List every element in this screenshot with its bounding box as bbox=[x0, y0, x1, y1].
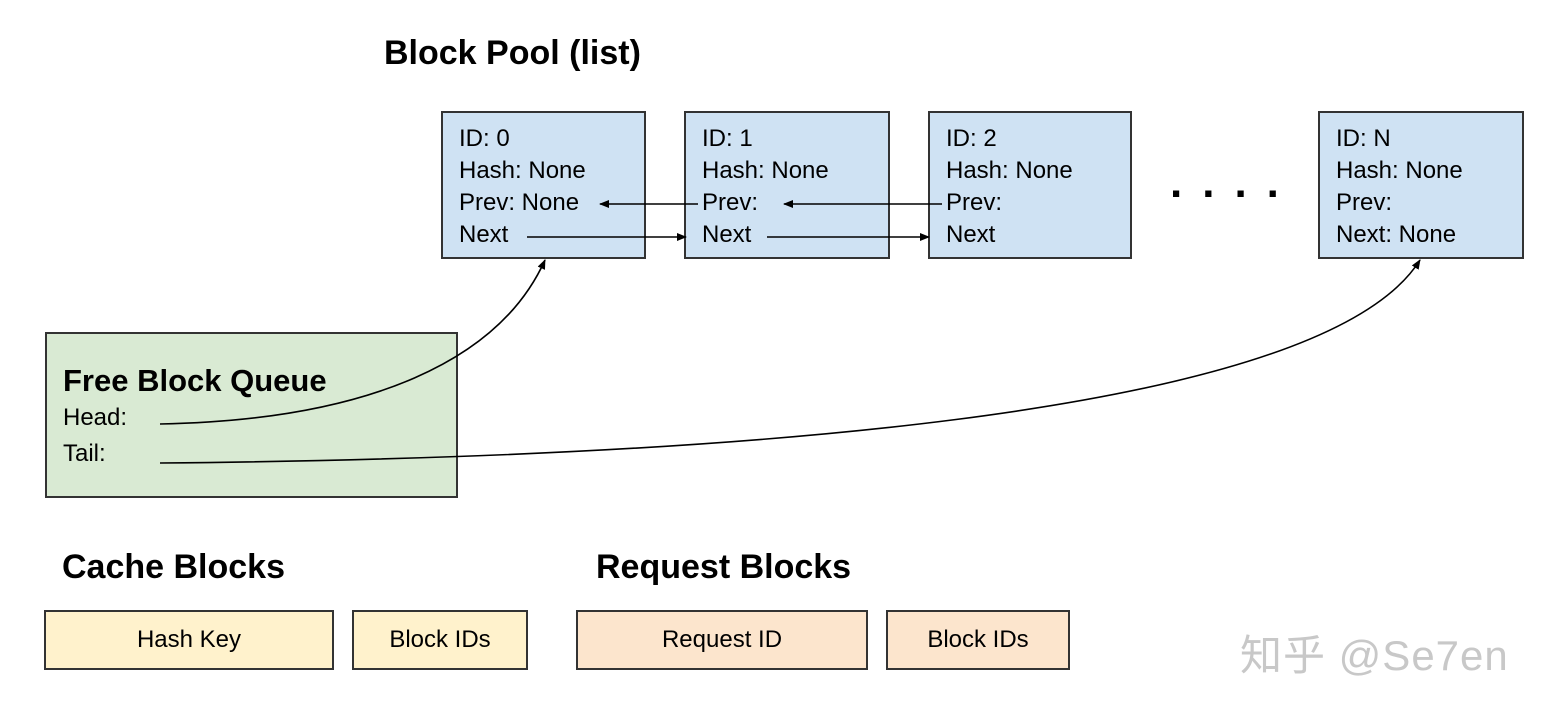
block-next: Next bbox=[459, 221, 509, 248]
block-2: ID: 2 Hash: None Prev: Next bbox=[928, 111, 1132, 259]
block-1: ID: 1 Hash: None Prev: Next bbox=[684, 111, 890, 259]
block-id: ID: 1 bbox=[702, 125, 753, 152]
request-blocks-title: Request Blocks bbox=[596, 548, 852, 586]
block-id: ID: 0 bbox=[459, 125, 510, 152]
block-next: Next bbox=[946, 221, 996, 248]
request-block-ids-cell: Block IDs bbox=[886, 610, 1070, 670]
block-prev: Prev: bbox=[702, 189, 759, 216]
block-pool-title: Block Pool (list) bbox=[384, 34, 641, 72]
head-arrow bbox=[159, 259, 546, 425]
block-next: Next: None bbox=[1336, 221, 1457, 248]
request-id-cell: Request ID bbox=[576, 610, 868, 670]
block-0: ID: 0 Hash: None Prev: None Next bbox=[441, 111, 646, 259]
block-hash: Hash: None bbox=[459, 157, 586, 184]
tail-arrow bbox=[159, 259, 1421, 464]
block-prev: Prev: None bbox=[459, 189, 580, 216]
ellipsis: .... bbox=[1170, 158, 1299, 207]
block-hash: Hash: None bbox=[1336, 157, 1463, 184]
cache-blocks-title: Cache Blocks bbox=[62, 548, 285, 586]
block-hash: Hash: None bbox=[702, 157, 829, 184]
block-next: Next bbox=[702, 221, 752, 248]
queue-title: Free Block Queue bbox=[63, 363, 327, 398]
block-id: ID: 2 bbox=[946, 125, 997, 152]
block-prev: Prev: bbox=[946, 189, 1003, 216]
queue-tail: Tail: bbox=[63, 440, 106, 467]
cache-block-ids-cell: Block IDs bbox=[352, 610, 528, 670]
queue-head: Head: bbox=[63, 404, 128, 431]
block-prev: Prev: bbox=[1336, 189, 1393, 216]
block-hash: Hash: None bbox=[946, 157, 1073, 184]
block-n: ID: N Hash: None Prev: Next: None bbox=[1318, 111, 1524, 259]
block-id: ID: N bbox=[1336, 125, 1391, 152]
free-block-queue: Free Block Queue Head: Tail: bbox=[45, 332, 458, 498]
watermark: 知乎 @Se7en bbox=[1240, 632, 1509, 679]
hash-key-cell: Hash Key bbox=[44, 610, 334, 670]
